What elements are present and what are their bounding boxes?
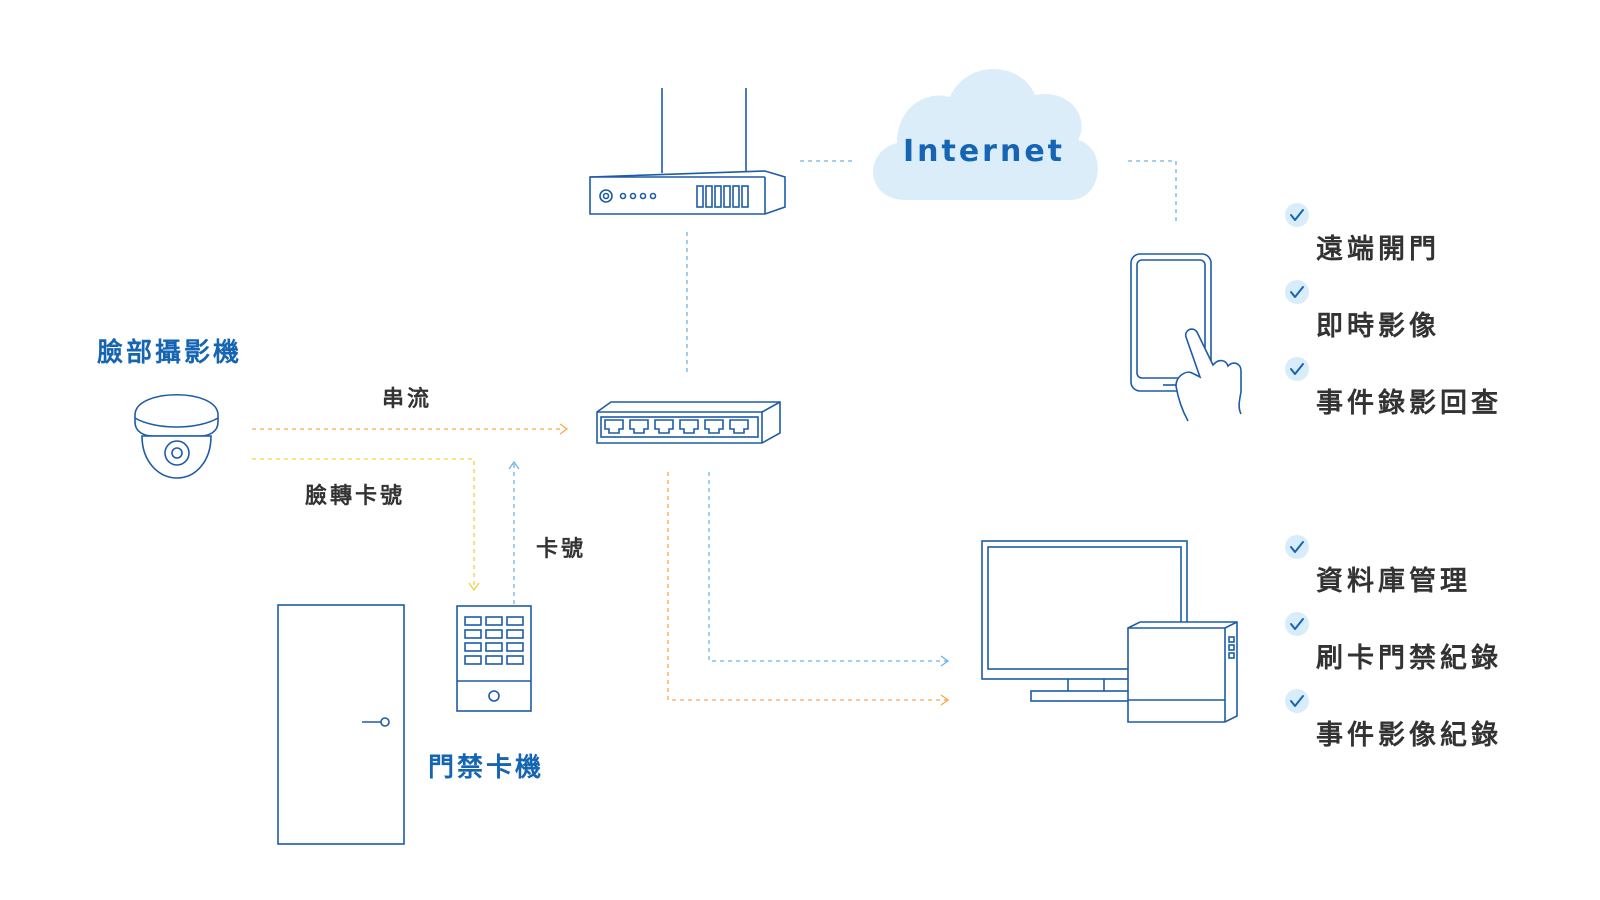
face-to-card-label: 臉轉卡號 [305,483,405,509]
check-icon [1285,357,1309,381]
feature-label: 資料庫管理 [1316,566,1471,597]
feature-label: 即時影像 [1316,311,1440,342]
face-camera-label: 臉部攝影機 [97,337,242,368]
feature-label: 遠端開門 [1316,234,1440,265]
feature-item: 事件影像紀錄 [1285,689,1502,751]
face-to-card-link [252,458,475,590]
stream-label: 串流 [382,386,432,412]
switch-pc-orange-arrowhead [940,694,950,706]
feature-item: 刷卡門禁紀錄 [1285,612,1502,674]
pc-feature-list: 資料庫管理 刷卡門禁紀錄 事件影像紀錄 [1285,535,1502,751]
router-icon [589,88,786,215]
switch-pc-blue-arrowhead [940,655,950,667]
check-icon [1285,203,1309,227]
feature-item: 資料庫管理 [1285,535,1471,597]
card-number-label: 卡號 [536,537,586,562]
face-camera-icon [134,393,219,479]
switch-pc-blue-link [708,472,948,662]
cloud-icon [873,68,1098,201]
check-icon [1285,689,1309,713]
feature-label: 刷卡門禁紀錄 [1316,642,1502,674]
check-icon [1285,535,1309,559]
card-reader-label: 門禁卡機 [428,753,544,783]
smartphone-icon [1130,253,1212,392]
connection-lines [252,160,1177,706]
mobile-feature-list: 遠端開門 即時影像 事件錄影回查 [1285,203,1502,419]
feature-item: 即時影像 [1285,280,1440,342]
card-reader-icon [456,605,532,712]
feature-label: 事件影像紀錄 [1316,719,1502,751]
hand-icon [1175,328,1242,422]
computer-icon [981,540,1238,723]
internet-label: Internet [903,134,1065,169]
switch-pc-orange-link [667,472,948,701]
internet-cloud: Internet [873,68,1098,201]
check-icon [1285,612,1309,636]
face-to-card-arrowhead [468,582,480,592]
cloud-phone-link [1128,160,1177,222]
feature-item: 事件錄影回查 [1285,357,1502,419]
check-icon [1285,280,1309,304]
stream-arrowhead [559,423,569,435]
feature-item: 遠端開門 [1285,203,1440,265]
door-icon [277,604,405,845]
card-number-arrowhead [508,460,520,470]
feature-label: 事件錄影回查 [1316,387,1502,419]
switch-icon [596,401,781,444]
